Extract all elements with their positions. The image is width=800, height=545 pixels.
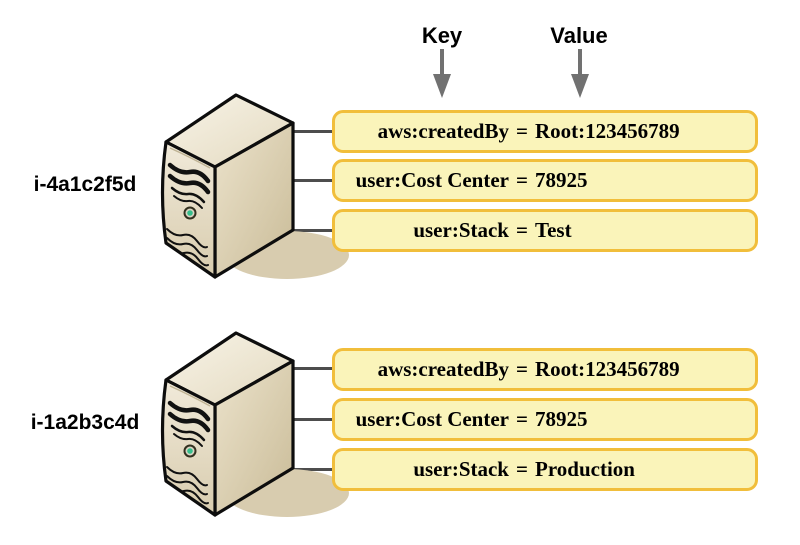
tag-key: aws:createdBy [377, 357, 509, 381]
instance-id-label: i-1a2b3c4d [30, 411, 140, 434]
tag-value: Production [535, 457, 635, 481]
tag-pill: user:Cost Center = 78925 [332, 398, 758, 441]
tag-pill: user:Stack = Production [332, 448, 758, 491]
key-column-label: Key [421, 23, 463, 48]
tag-connector-line [250, 367, 342, 370]
tag-equals: = [516, 119, 528, 143]
tag-value: Root:123456789 [535, 119, 680, 143]
tag-key: user:Cost Center [355, 407, 509, 431]
tag-connector-line [250, 179, 342, 182]
key-down-arrow-icon [433, 49, 451, 98]
tag-connector-line [250, 229, 342, 232]
server-icon [160, 93, 360, 293]
tag-key: user:Stack [413, 218, 509, 242]
tag-key: user:Cost Center [355, 168, 509, 192]
value-column-label: Value [550, 23, 608, 48]
tag-pill: aws:createdBy = Root:123456789 [332, 110, 758, 153]
tag-equals: = [516, 457, 528, 481]
tag-equals: = [516, 218, 528, 242]
tag-equals: = [516, 168, 528, 192]
instance-id-label: i-4a1c2f5d [33, 173, 137, 196]
tag-equals: = [516, 357, 528, 381]
tag-equals: = [516, 407, 528, 431]
tag-value: Test [535, 218, 572, 242]
server-icon [160, 331, 360, 531]
tag-pill: user:Cost Center = 78925 [332, 159, 758, 202]
tag-value: Root:123456789 [535, 357, 680, 381]
tag-connector-line [250, 130, 342, 133]
tag-value: 78925 [535, 168, 588, 192]
tag-key: aws:createdBy [377, 119, 509, 143]
tag-key: user:Stack [413, 457, 509, 481]
tag-value: 78925 [535, 407, 588, 431]
value-down-arrow-icon [571, 49, 589, 98]
tag-connector-line [250, 418, 342, 421]
tag-pill: aws:createdBy = Root:123456789 [332, 348, 758, 391]
tag-pill: user:Stack = Test [332, 209, 758, 252]
